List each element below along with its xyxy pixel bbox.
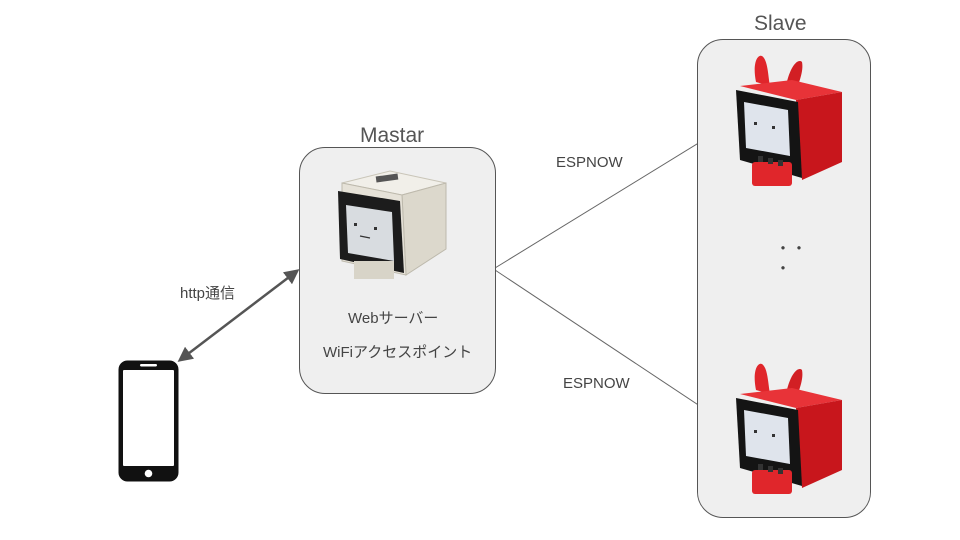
espnow-link-top: [494, 119, 737, 269]
smartphone-icon: [118, 360, 179, 482]
red-robot-device-bottom: [736, 363, 842, 494]
slave-title: Slave: [754, 12, 807, 35]
espnow-label-top: ESPNOW: [556, 154, 623, 171]
espnow-link-bottom: [494, 269, 737, 431]
red-robot-device-top: [736, 55, 842, 186]
grey-robot-device: [338, 170, 447, 279]
more-slaves-ellipsis: ・・ ・: [775, 241, 808, 278]
master-role-ap: WiFiアクセスポイント: [323, 344, 473, 361]
master-title: Mastar: [360, 124, 425, 147]
espnow-label-bottom: ESPNOW: [563, 375, 630, 392]
http-link-arrow: [177, 269, 300, 362]
master-role-webserver: Webサーバー: [348, 310, 439, 327]
http-link-label: http通信: [180, 285, 236, 302]
